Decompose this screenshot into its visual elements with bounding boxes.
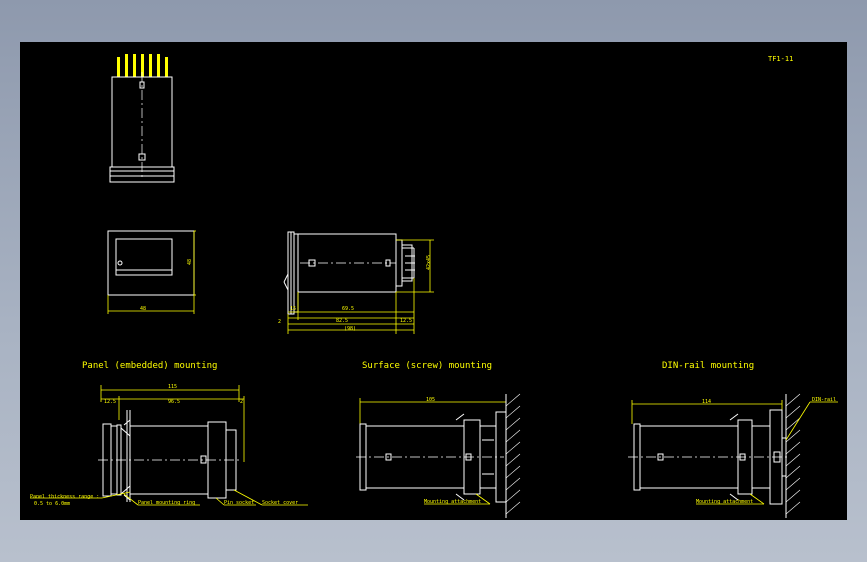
cad-drawing: TF1-11 48 [30,54,838,518]
front-h-dim: 48 [187,259,193,265]
surface-total-dim: 105 [426,397,435,403]
din-mounting-view: 114 DIN-rail Mounting [628,393,838,518]
panel-b-dim: 96.5 [168,399,180,405]
front-w-dim: 48 [140,306,146,312]
surface-attachment-label: Mounting attachment [424,499,481,505]
panel-total-dim: 115 [168,384,177,390]
front-view: 48 48 [107,230,196,314]
cad-viewport: TF1-11 48 [20,42,847,520]
panel-ring-label: Panel mounting ring [138,500,195,506]
pin-socket-label: Pin socket [224,500,254,506]
din-total-dim: 114 [702,399,711,405]
top-view [109,54,175,183]
din-attachment-label: Mounting attachment [696,499,753,505]
side-h-dim: 42x45 [426,255,432,270]
side-d-dim: 12.5 [400,318,412,324]
panel-a-dim: 12.5 [104,399,116,405]
surface-mounting-title: Surface (screw) mounting [362,361,492,371]
side-b-dim: 69.5 [342,306,354,312]
panel-mounting-view: 115 12.5 96.5 2 Panel thickness range : … [30,384,308,507]
panel-mounting-title: Panel (embedded) mounting [82,361,217,371]
side-c-dim: 82.5 [336,318,348,324]
panel-thickness-label-2: 0.5 to 6.0mm [34,501,70,507]
side-f-dim: 2 [278,319,281,325]
panel-c-dim: 2 [240,399,243,405]
surface-mounting-view: 105 Mounting attachment [356,393,521,518]
din-rail-label: DIN-rail [812,397,836,403]
side-a-dim: 15 [290,306,296,312]
pins [117,54,168,77]
side-e-dim: (98) [344,326,356,332]
din-mounting-title: DIN-rail mounting [662,361,754,371]
drawing-code: TF1-11 [768,55,793,63]
socket-cover-label: Socket cover [262,500,298,506]
side-view: 42x45 15 69.5 82.5 12.5 2 (98) [278,231,434,334]
panel-thickness-label-1: Panel thickness range : [30,494,99,500]
